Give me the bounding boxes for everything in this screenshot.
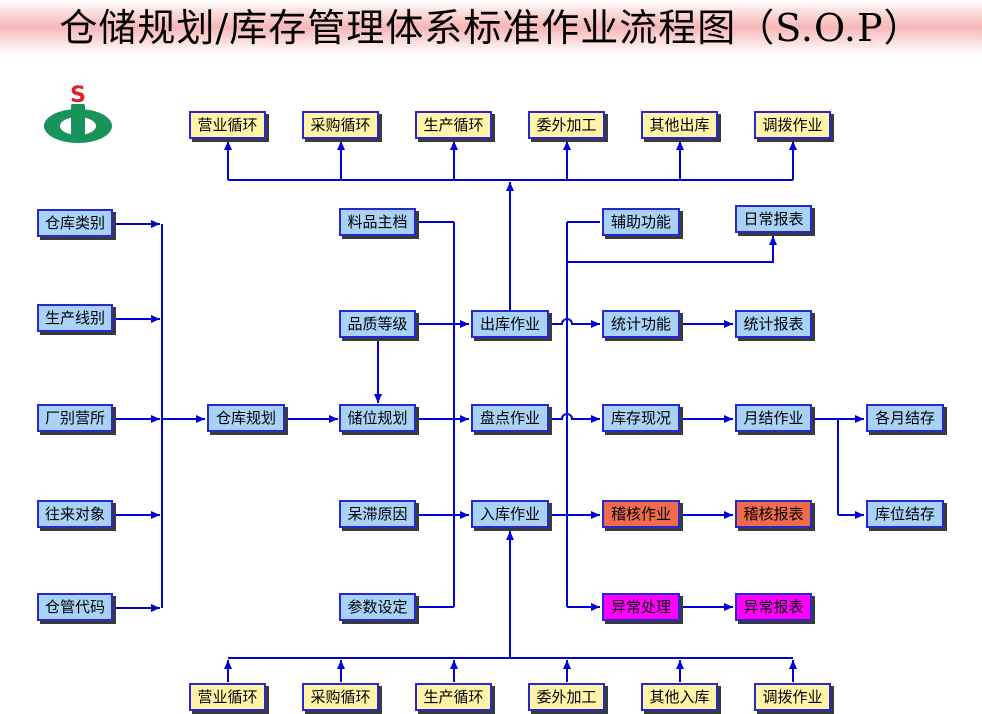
node-aux-function[interactable]: 辅助功能 <box>602 208 680 236</box>
node-exception-report[interactable]: 异常报表 <box>735 593 812 621</box>
svg-text:S: S <box>70 83 86 108</box>
top-node-other-outbound[interactable]: 其他出库 <box>641 111 718 139</box>
bottom-node-production-cycle[interactable]: 生产循环 <box>415 683 492 711</box>
node-plant-office[interactable]: 厂别营所 <box>37 404 113 432</box>
node-item-master[interactable]: 料品主档 <box>339 208 416 236</box>
node-stat-function[interactable]: 统计功能 <box>602 310 680 338</box>
node-inbound-operation[interactable]: 入库作业 <box>471 500 549 528</box>
bottom-node-transfer[interactable]: 调拨作业 <box>754 683 831 711</box>
node-location-planning[interactable]: 储位规划 <box>339 404 416 432</box>
node-audit-report[interactable]: 稽核报表 <box>735 500 812 528</box>
node-stat-report[interactable]: 统计报表 <box>735 310 812 338</box>
node-warehouse-planning[interactable]: 仓库规划 <box>207 404 285 432</box>
node-stocktake-operation[interactable]: 盘点作业 <box>471 404 549 432</box>
top-node-production-cycle[interactable]: 生产循环 <box>415 111 492 139</box>
node-monthly-close[interactable]: 月结作业 <box>735 404 812 432</box>
node-audit-operation[interactable]: 稽核作业 <box>602 500 680 528</box>
node-daily-report[interactable]: 日常报表 <box>735 205 812 233</box>
top-node-transfer[interactable]: 调拨作业 <box>754 111 831 139</box>
company-logo-icon: S <box>44 83 112 143</box>
node-outbound-operation[interactable]: 出库作业 <box>471 310 549 338</box>
bottom-node-sales-cycle[interactable]: 营业循环 <box>189 683 266 711</box>
page-title: 仓储规划/库存管理体系标准作业流程图（S.O.P） <box>59 6 923 50</box>
node-production-line[interactable]: 生产线别 <box>37 304 113 332</box>
node-exception-handling[interactable]: 异常处理 <box>602 593 680 621</box>
node-quality-grade[interactable]: 品质等级 <box>339 310 416 338</box>
top-node-outsourcing[interactable]: 委外加工 <box>528 111 605 139</box>
node-parameter-settings[interactable]: 参数设定 <box>339 593 416 621</box>
node-monthly-balance[interactable]: 各月结存 <box>866 404 944 432</box>
bottom-node-purchase-cycle[interactable]: 采购循环 <box>302 683 379 711</box>
top-node-sales-cycle[interactable]: 营业循环 <box>189 111 266 139</box>
node-location-balance[interactable]: 库位结存 <box>866 500 944 528</box>
bottom-node-other-inbound[interactable]: 其他入库 <box>641 683 718 711</box>
node-keeper-code[interactable]: 仓管代码 <box>37 593 113 621</box>
node-business-partner[interactable]: 往来对象 <box>37 500 113 528</box>
top-node-purchase-cycle[interactable]: 采购循环 <box>302 111 379 139</box>
node-slow-moving-reason[interactable]: 呆滞原因 <box>339 500 416 528</box>
node-warehouse-category[interactable]: 仓库类别 <box>37 209 113 237</box>
node-stock-status[interactable]: 库存现况 <box>602 404 680 432</box>
title-bar: 仓储规划/库存管理体系标准作业流程图（S.O.P） <box>0 0 982 54</box>
bottom-node-outsourcing[interactable]: 委外加工 <box>528 683 605 711</box>
